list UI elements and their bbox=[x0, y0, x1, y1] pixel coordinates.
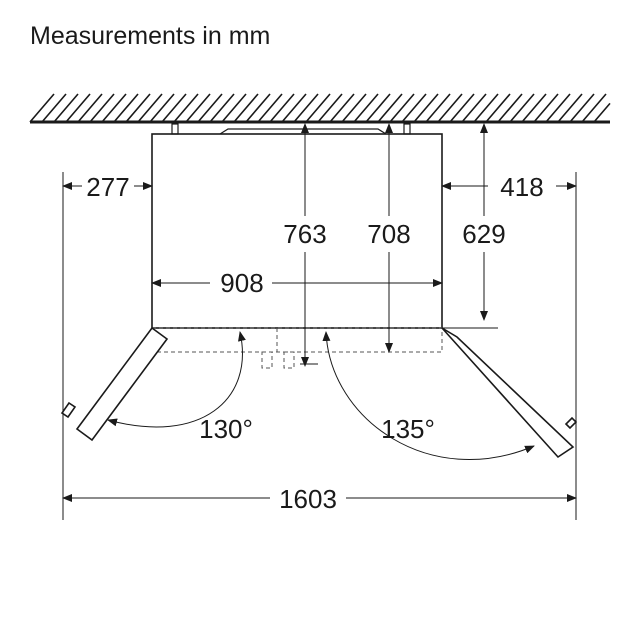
wall-hatch-line bbox=[509, 93, 535, 123]
wall-hatch-line bbox=[281, 93, 307, 123]
dim-width-doors-open: 1603 bbox=[279, 484, 337, 514]
wall-hatch-line bbox=[329, 93, 355, 123]
wall-hatch-line bbox=[401, 93, 427, 123]
wall-hatch-line bbox=[77, 93, 103, 123]
wall-hatch-line bbox=[257, 93, 283, 123]
diagram-title: Measurements in mm bbox=[30, 22, 271, 50]
wall-hatch-line bbox=[569, 93, 595, 123]
wall-hatch-line bbox=[125, 93, 151, 123]
wall-hatch-line bbox=[185, 93, 211, 123]
wall-hatch-line bbox=[149, 93, 175, 123]
wall-hatch-line bbox=[29, 93, 55, 123]
dim-depth-total: 763 bbox=[283, 219, 326, 249]
wall-hatch-line bbox=[161, 93, 187, 123]
wall-hatch-line bbox=[437, 93, 463, 123]
wall-hatch-line bbox=[101, 93, 127, 123]
dim-width-body: 908 bbox=[220, 268, 263, 298]
left-door bbox=[60, 326, 169, 442]
wall-hatch-line bbox=[365, 93, 391, 123]
wall-hatch-line bbox=[65, 93, 91, 123]
dim-angle-right-door: 135° bbox=[381, 414, 435, 444]
wall-hatch-line bbox=[473, 93, 499, 123]
wall-hatch-line bbox=[173, 93, 199, 123]
wall-hatch-line bbox=[413, 93, 439, 123]
wall-hatch-line bbox=[377, 93, 403, 123]
wall-hatch-line bbox=[497, 93, 523, 123]
dim-left-clearance: 277 bbox=[86, 172, 129, 202]
wall-hatch-line bbox=[545, 93, 571, 123]
wall-hatch-line bbox=[269, 93, 295, 123]
wall-hatch-line bbox=[353, 93, 379, 123]
wall-hatch-line bbox=[557, 93, 583, 123]
wall-hatch-line bbox=[245, 93, 271, 123]
wall-hatch-line bbox=[425, 93, 451, 123]
dim-depth-body: 708 bbox=[367, 219, 410, 249]
wall-hatch-line bbox=[461, 93, 487, 123]
wall-hatch-line bbox=[305, 93, 331, 123]
wall-hatch-line bbox=[197, 93, 223, 123]
wall-hatch-line bbox=[221, 93, 247, 123]
wall-hatch-line bbox=[593, 102, 611, 123]
wall-hatch-line bbox=[317, 93, 343, 123]
wall-hatch-line bbox=[53, 93, 79, 123]
wall-hatch-line bbox=[233, 93, 259, 123]
wall-hatch-line bbox=[581, 93, 607, 123]
wall-hatch-line bbox=[533, 93, 559, 123]
dim-right-clearance: 418 bbox=[500, 172, 543, 202]
dim-angle-left-door: 130° bbox=[199, 414, 253, 444]
wall-hatch-line bbox=[293, 93, 319, 123]
wall-hatch-line bbox=[41, 93, 67, 123]
wall-hatch-line bbox=[137, 93, 163, 123]
wall-hatch-line bbox=[449, 93, 475, 123]
wall-hatch-line bbox=[389, 93, 415, 123]
wall-hatch-line bbox=[209, 93, 235, 123]
wall-hatch-line bbox=[521, 93, 547, 123]
wall-hatch-line bbox=[341, 93, 367, 123]
right-door bbox=[441, 327, 578, 459]
wall-hatch-line bbox=[485, 93, 511, 123]
dim-depth-cabinet: 629 bbox=[462, 219, 505, 249]
wall-hatch-line bbox=[89, 93, 115, 123]
wall bbox=[29, 93, 611, 124]
wall-hatch-line bbox=[113, 93, 139, 123]
